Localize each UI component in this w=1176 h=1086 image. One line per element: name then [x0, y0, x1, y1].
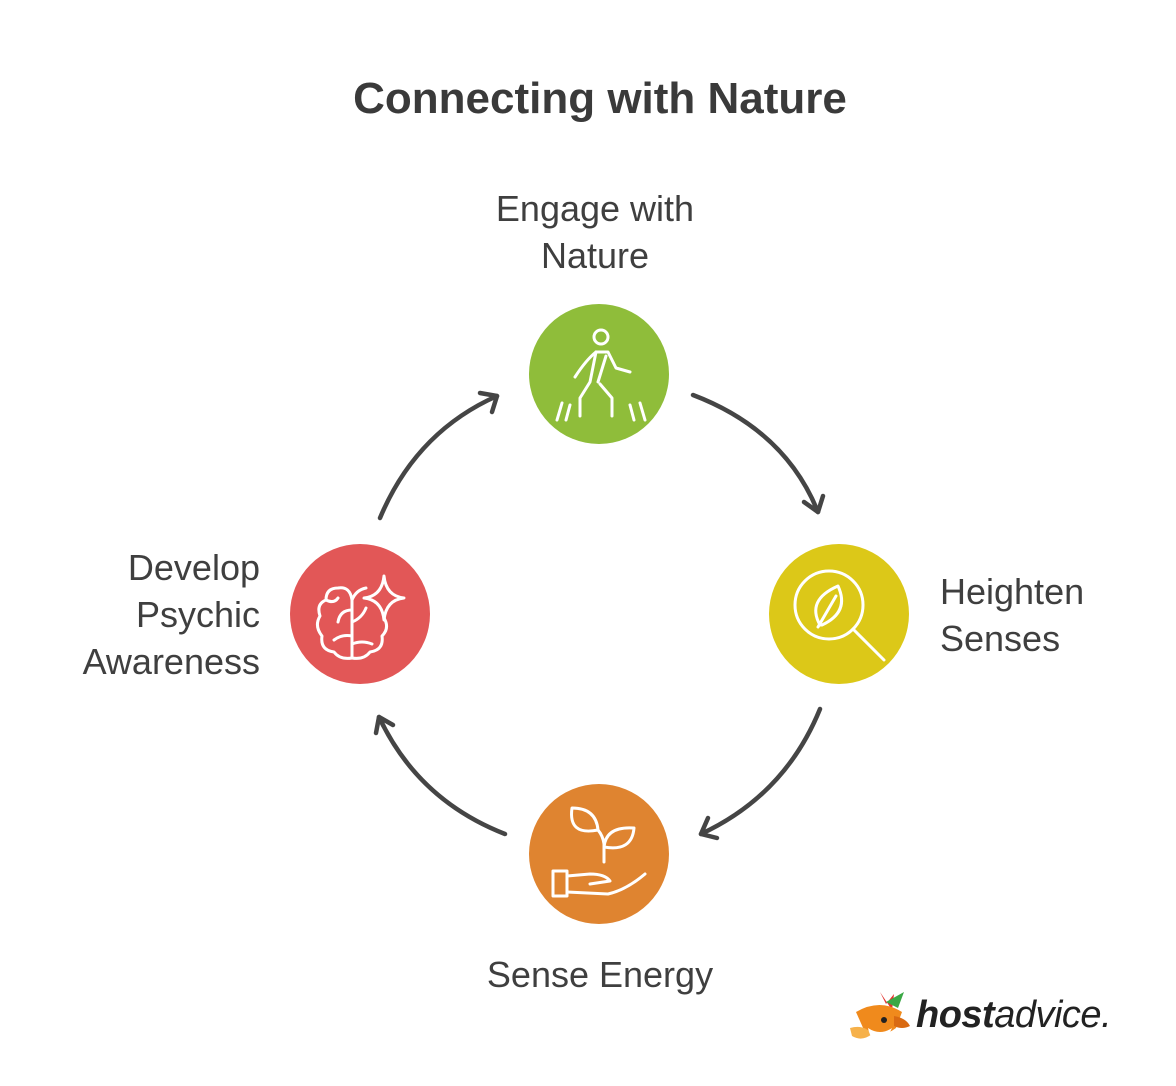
- label-line: Sense Energy: [486, 954, 714, 995]
- fox-mascot-icon: [850, 992, 910, 1042]
- arrow-engage-to-heighten: [690, 392, 826, 515]
- label-line: Develop: [127, 547, 260, 588]
- page-title: Connecting with Nature: [353, 74, 847, 123]
- magnifier-leaf-icon: [793, 569, 886, 662]
- logo-bold: host: [916, 994, 995, 1036]
- label-engage-with-nature: Engage with Nature: [445, 185, 745, 279]
- label-line: Engage with: [495, 188, 695, 229]
- label-line: Nature: [540, 235, 650, 276]
- label-sense-energy: Sense Energy: [440, 951, 760, 998]
- walking-person-icon: [555, 328, 647, 422]
- node-develop: [290, 544, 430, 684]
- hand-plant-icon: [551, 806, 647, 898]
- node-sense: [529, 784, 669, 924]
- label-line: Senses: [940, 618, 1061, 659]
- arrow-heighten-to-sense: [698, 706, 823, 841]
- logo-rest: advice.: [994, 994, 1112, 1036]
- node-heighten: [769, 544, 909, 684]
- hostadvice-logo: hostadvice.: [846, 988, 1136, 1048]
- brain-sparkle-icon: [315, 574, 406, 660]
- arrow-develop-to-engage: [377, 390, 500, 521]
- label-line: Heighten: [940, 571, 1085, 612]
- label-develop-psychic-awareness: Develop Psychic Awareness: [20, 544, 260, 685]
- label-line: Psychic: [135, 594, 260, 635]
- label-line: Awareness: [82, 641, 260, 682]
- label-heighten-senses: Heighten Senses: [940, 568, 1160, 662]
- arrow-sense-to-develop: [373, 714, 508, 837]
- logo-wordmark: hostadvice.: [916, 994, 1112, 1037]
